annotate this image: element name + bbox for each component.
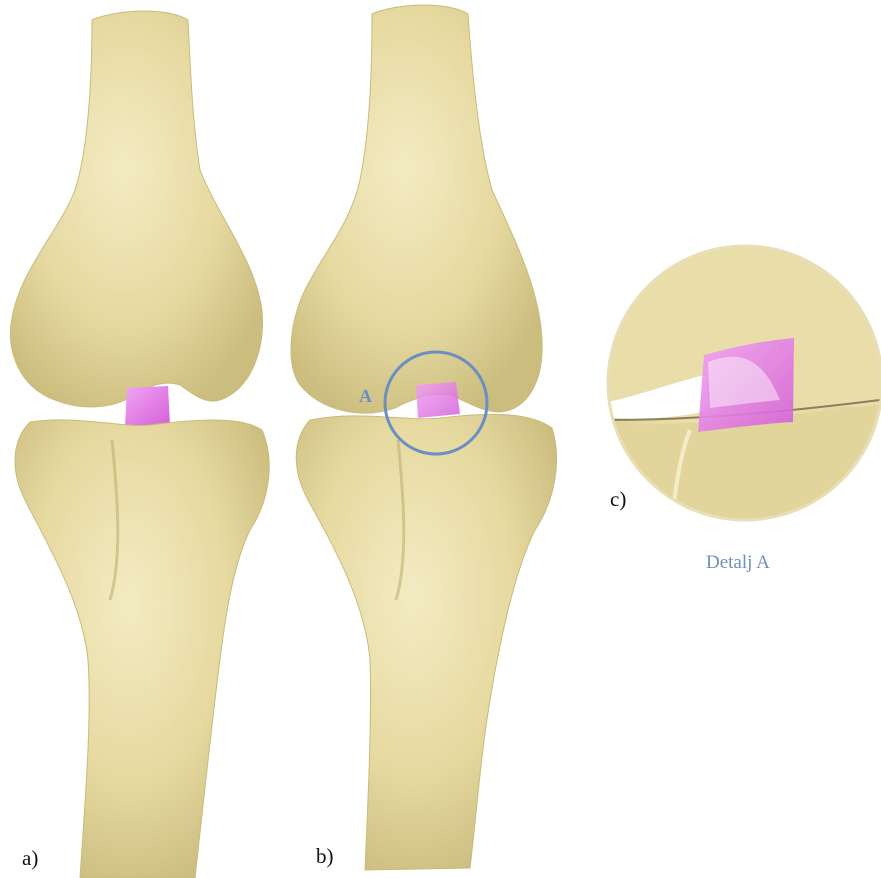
ligament-a <box>125 386 170 427</box>
femur-b <box>291 5 542 413</box>
tibia-a <box>15 420 269 878</box>
ligament-b <box>416 382 460 418</box>
panel-b-knee <box>291 5 557 870</box>
panel-a-label: a) <box>22 846 38 871</box>
panel-c-label: c) <box>610 487 626 512</box>
panel-c-detail <box>600 240 881 530</box>
panel-b-label: b) <box>316 844 334 869</box>
tibia-b <box>296 414 556 870</box>
femur-a <box>10 11 262 407</box>
panel-a-knee <box>10 11 269 878</box>
detail-caption: Detalj A <box>706 552 770 574</box>
detail-marker-label: A <box>359 386 372 407</box>
